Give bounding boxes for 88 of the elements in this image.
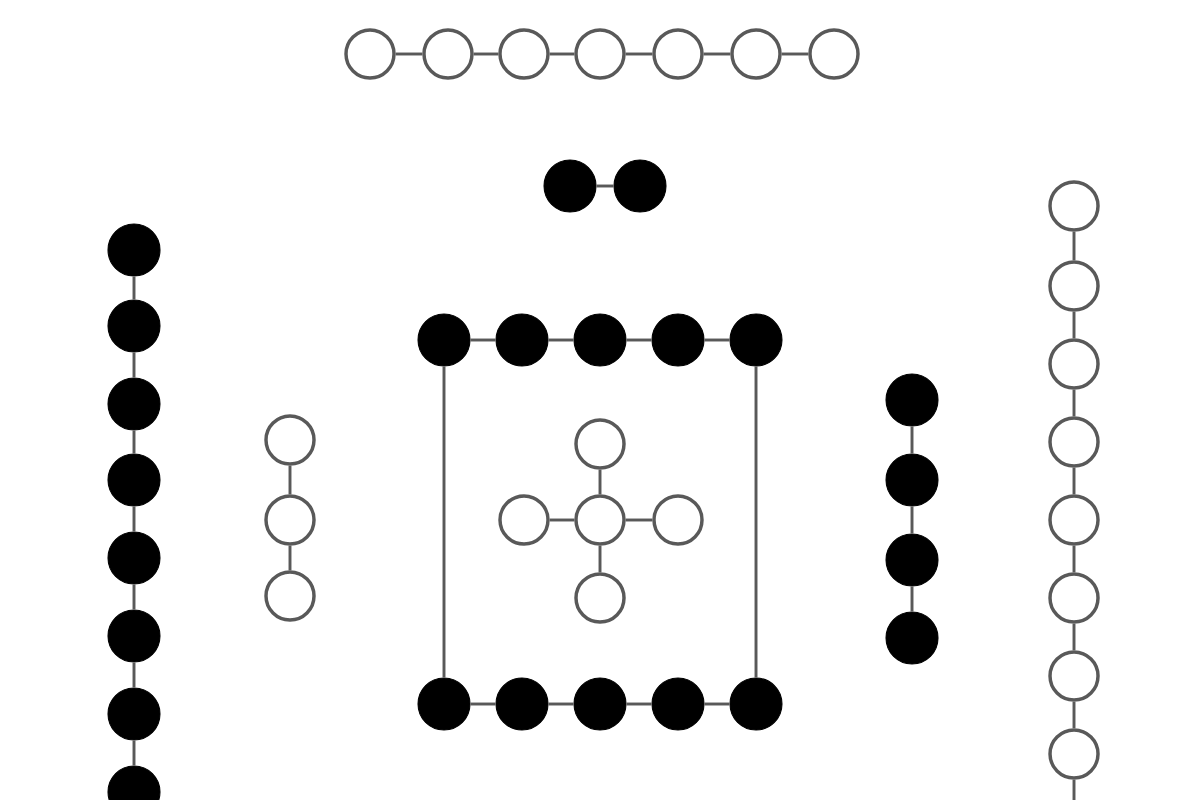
filled-dot xyxy=(495,677,549,731)
open-circle xyxy=(574,572,626,624)
open-circle xyxy=(422,28,474,80)
connector-line xyxy=(1072,389,1076,417)
open-circle xyxy=(652,494,704,546)
connector-line xyxy=(625,518,653,522)
connector-line xyxy=(288,465,292,495)
filled-dot xyxy=(107,299,161,353)
connector-line xyxy=(132,430,136,454)
open-circle xyxy=(1048,728,1100,780)
connector-line xyxy=(473,52,499,56)
connector-line xyxy=(132,276,136,300)
filled-dot xyxy=(107,609,161,663)
connector-line xyxy=(132,740,136,766)
connector-line xyxy=(704,702,730,706)
connector-line xyxy=(1072,467,1076,495)
connector-line xyxy=(598,545,602,573)
connector-line xyxy=(470,702,496,706)
filled-dot xyxy=(107,223,161,277)
filled-dot xyxy=(107,687,161,741)
connector-line xyxy=(549,518,575,522)
open-circle xyxy=(574,28,626,80)
connector-line xyxy=(470,338,496,342)
connector-line xyxy=(132,506,136,532)
filled-dot xyxy=(729,677,783,731)
connector-line xyxy=(132,584,136,610)
filled-dot xyxy=(543,159,597,213)
open-circle xyxy=(264,570,316,622)
open-circle xyxy=(1048,338,1100,390)
filled-dot xyxy=(107,765,161,800)
connector-line xyxy=(910,426,914,454)
connector-line xyxy=(910,506,914,534)
connector-line xyxy=(596,184,614,188)
filled-dot xyxy=(107,531,161,585)
open-circle xyxy=(1048,416,1100,468)
filled-dot xyxy=(729,313,783,367)
open-circle xyxy=(1048,494,1100,546)
connector-line xyxy=(1072,311,1076,339)
filled-dot xyxy=(613,159,667,213)
connector-line xyxy=(626,338,652,342)
filled-dot xyxy=(885,533,939,587)
filled-dot xyxy=(573,677,627,731)
connector-line xyxy=(549,52,575,56)
filled-dot xyxy=(573,313,627,367)
open-circle xyxy=(1048,180,1100,232)
connector-line xyxy=(626,702,652,706)
filled-dot xyxy=(417,313,471,367)
open-circle xyxy=(574,494,626,546)
filled-dot xyxy=(651,677,705,731)
open-circle xyxy=(574,418,626,470)
open-circle xyxy=(1048,650,1100,702)
connector-line xyxy=(132,662,136,688)
filled-dot xyxy=(651,313,705,367)
open-circle xyxy=(730,28,782,80)
connector-line xyxy=(704,338,730,342)
connector-line xyxy=(548,702,574,706)
open-circle xyxy=(264,414,316,466)
open-circle xyxy=(808,28,860,80)
connector-line xyxy=(1072,701,1076,729)
open-circle xyxy=(498,494,550,546)
connector-line xyxy=(598,469,602,495)
connector-line xyxy=(442,366,446,678)
connector-line xyxy=(1072,779,1076,800)
open-circle xyxy=(652,28,704,80)
connector-line xyxy=(625,52,653,56)
filled-dot xyxy=(885,373,939,427)
open-circle xyxy=(498,28,550,80)
connector-line xyxy=(395,52,423,56)
connector-line xyxy=(1072,623,1076,651)
open-circle xyxy=(1048,260,1100,312)
open-circle xyxy=(264,494,316,546)
filled-dot xyxy=(417,677,471,731)
connector-line xyxy=(754,366,758,678)
open-circle xyxy=(344,28,396,80)
connector-line xyxy=(781,52,809,56)
filled-dot xyxy=(107,377,161,431)
connector-line xyxy=(910,586,914,612)
filled-dot xyxy=(107,453,161,507)
filled-dot xyxy=(885,453,939,507)
connector-line xyxy=(1072,545,1076,573)
filled-dot xyxy=(885,611,939,665)
connector-line xyxy=(703,52,731,56)
open-circle xyxy=(1048,572,1100,624)
filled-dot xyxy=(495,313,549,367)
connector-line xyxy=(548,338,574,342)
connector-line xyxy=(288,545,292,571)
connector-line xyxy=(1072,231,1076,261)
connector-line xyxy=(132,352,136,378)
